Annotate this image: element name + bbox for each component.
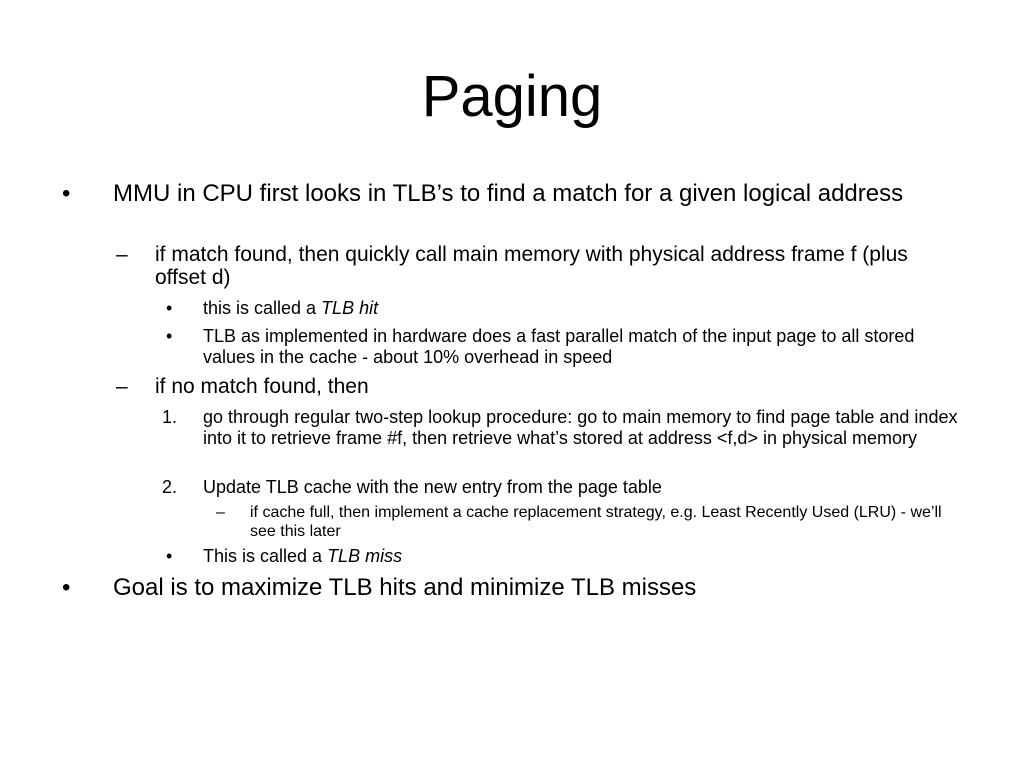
- tlb-hit-term: TLB hit: [321, 298, 379, 318]
- level-4-text: if cache full, then implement a cache re…: [250, 504, 942, 540]
- bullet-marker: •: [62, 574, 71, 601]
- numbered-item: 1. go through regular two-step lookup pr…: [0, 407, 1000, 471]
- numbered-item-text: Update TLB cache with the new entry from…: [203, 477, 662, 497]
- sub-bullet-text: if no match found, then: [155, 375, 369, 398]
- bullet-marker: •: [166, 298, 173, 318]
- sub-bullet-item: – if no match found, then: [0, 375, 1000, 399]
- bullet-text: Goal is to maximize TLB hits and minimiz…: [113, 574, 697, 601]
- numbered-item: 2. Update TLB cache with the new entry f…: [0, 477, 1000, 499]
- tlb-miss-term: TLB miss: [327, 546, 403, 566]
- number-marker: 1.: [162, 407, 178, 427]
- sub-bullet-text: if match found, then quickly call main m…: [155, 243, 908, 289]
- sub-sub-bullet-item: • TLB as implemented in hardware does a …: [0, 326, 1000, 368]
- sub-sub-bullet-text: TLB as implemented in hardware does a fa…: [203, 326, 915, 367]
- sub-sub-bullet-item: • This is called a TLB miss: [0, 546, 1000, 568]
- bullet-marker: •: [166, 326, 173, 346]
- bullet-item: • Goal is to maximize TLB hits and minim…: [0, 575, 1000, 603]
- bullet-marker: •: [166, 546, 173, 566]
- text-prefix: this is called a: [203, 298, 322, 318]
- bullet-item: • MMU in CPU first looks in TLB’s to fin…: [0, 181, 1000, 237]
- dash-marker: –: [116, 375, 128, 398]
- dash-marker: –: [216, 504, 225, 521]
- bullet-text: MMU in CPU first looks in TLB’s to find …: [113, 180, 904, 207]
- slide-title: Paging: [421, 64, 603, 129]
- bullet-marker: •: [62, 180, 71, 207]
- sub-bullet-item: – if match found, then quickly call main…: [0, 243, 1000, 289]
- level-4-item: – if cache full, then implement a cache …: [0, 504, 1000, 542]
- sub-sub-bullet-item: • this is called a TLB hit: [0, 298, 1000, 320]
- dash-marker: –: [116, 243, 128, 266]
- number-marker: 2.: [162, 477, 178, 497]
- text-prefix: This is called a: [203, 546, 328, 566]
- numbered-item-text: go through regular two-step lookup proce…: [203, 407, 958, 448]
- sub-sub-bullet-text: This is called a TLB miss: [203, 546, 963, 567]
- sub-sub-bullet-text: this is called a TLB hit: [203, 298, 963, 319]
